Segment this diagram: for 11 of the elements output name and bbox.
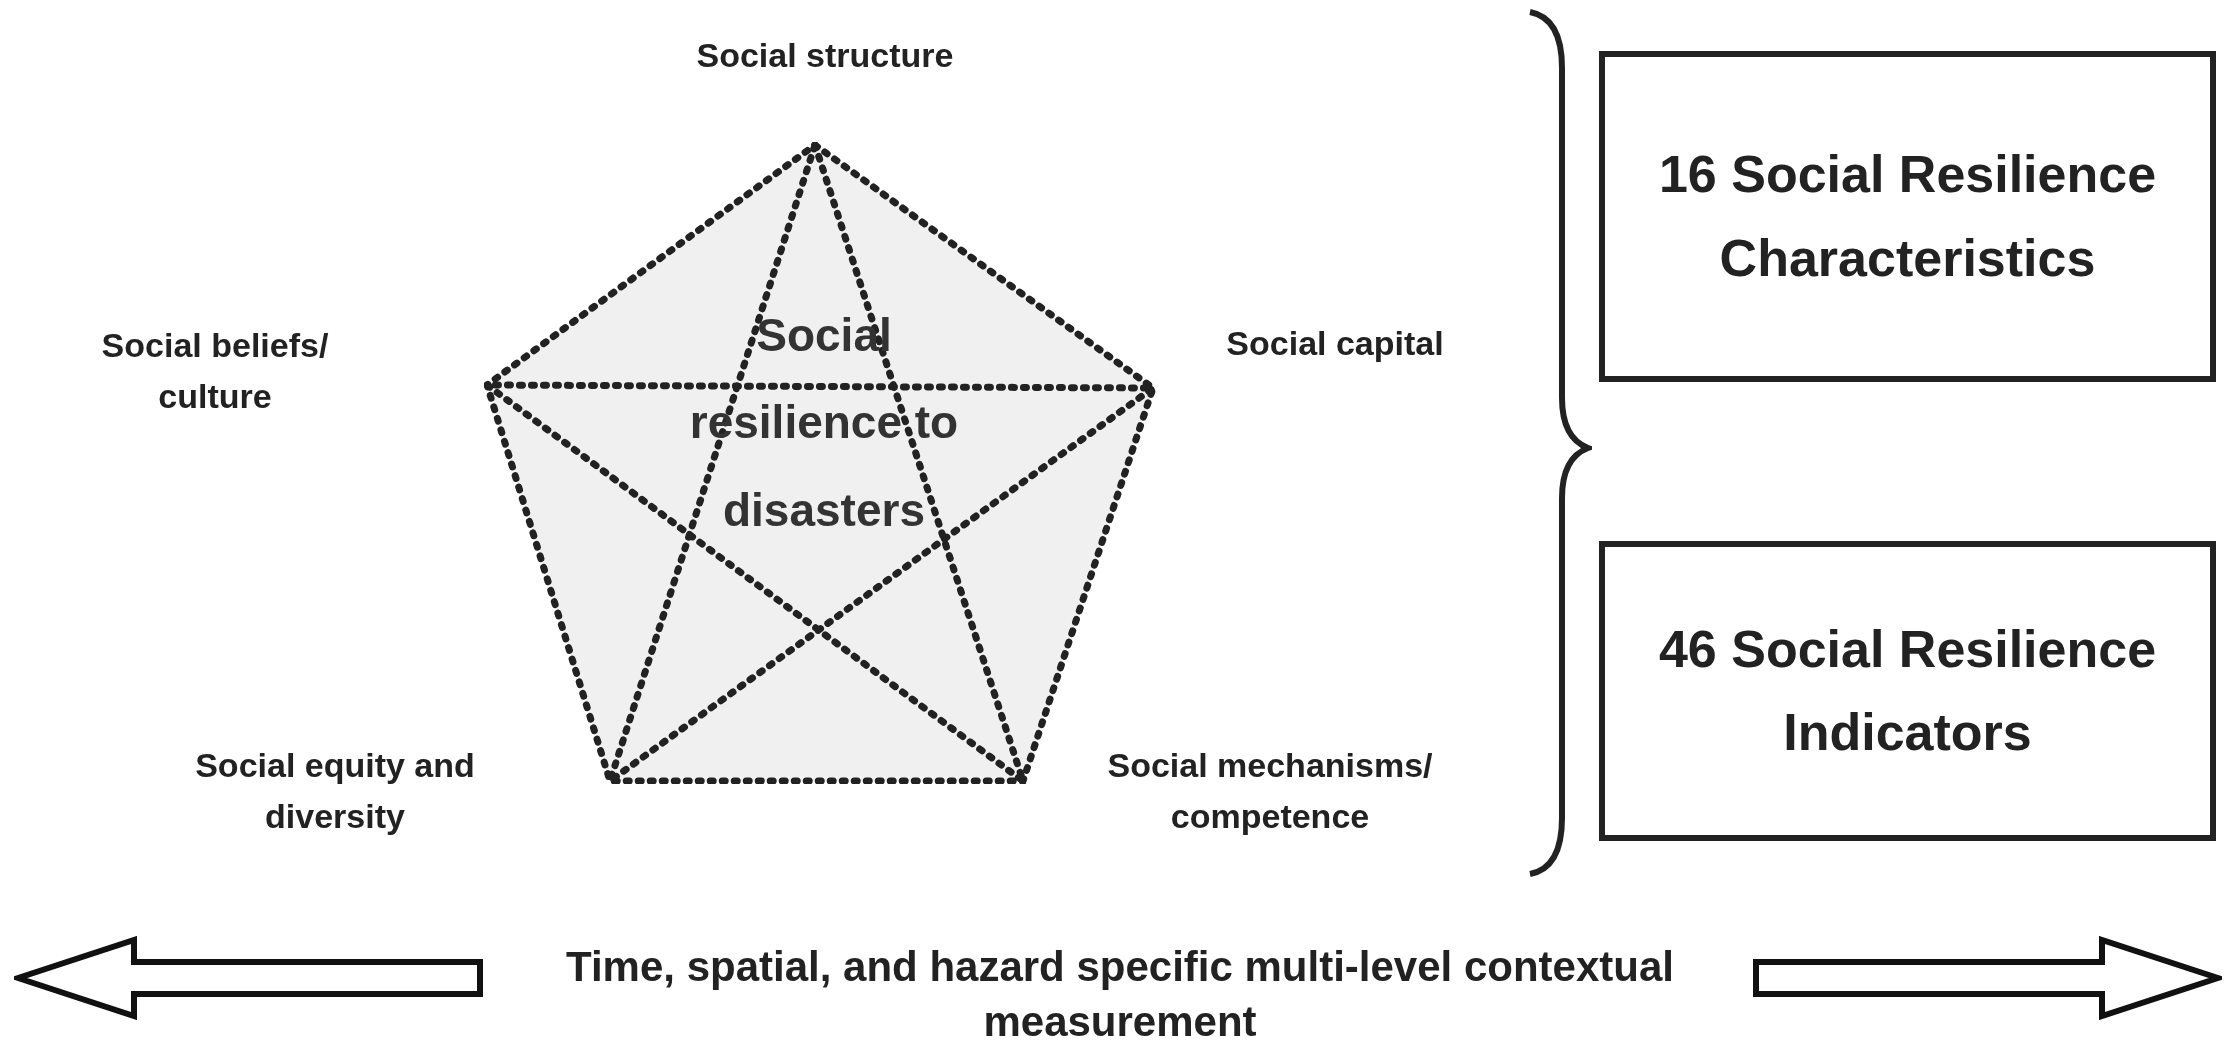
dimension-label: Social capital <box>1225 323 1445 364</box>
dimension-label: Social mechanisms/ competence <box>1106 745 1434 837</box>
center-title: Social resilience to disasters <box>688 308 960 538</box>
summary-box <box>1599 541 2216 841</box>
dimension-label: Social beliefs/ culture <box>100 325 330 417</box>
box-title: 46 Social Resilience Indicators <box>1657 618 2158 763</box>
dimension-label: Social structure <box>695 35 955 76</box>
footer-caption: Time, spatial, and hazard specific multi-level contextual measurement <box>565 942 1675 1047</box>
summary-box <box>1599 51 2216 382</box>
box-title: 16 Social Resilience Characteristics <box>1657 144 2158 289</box>
dimension-label: Social equity and diversity <box>194 745 476 837</box>
